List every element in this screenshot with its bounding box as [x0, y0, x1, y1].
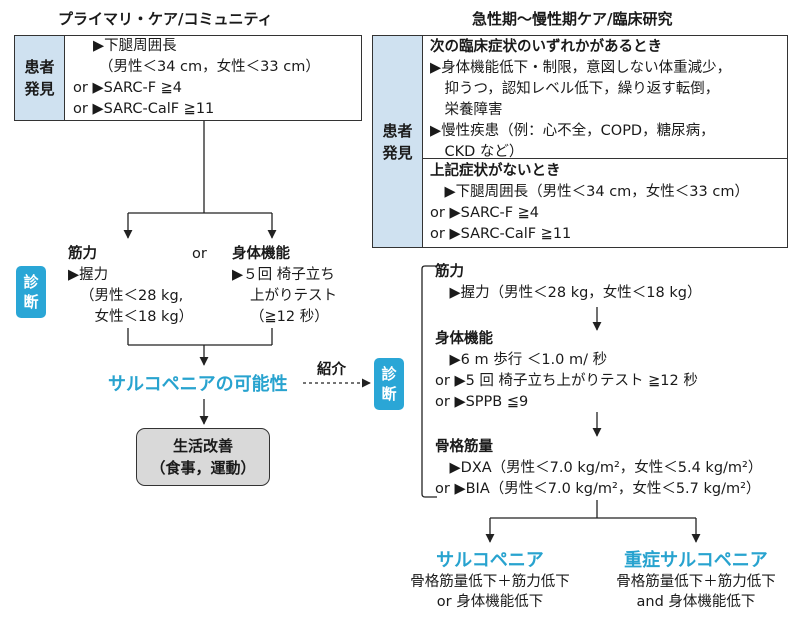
screening-line: or ▶SARC-F ≧4 — [73, 80, 183, 96]
muscle-title: 骨格筋量 — [435, 439, 493, 455]
strength-line: ▶握力（男性＜28 kg，女性＜18 kg） — [435, 285, 702, 301]
function-title: 身体機能 — [435, 331, 493, 347]
function-line: or ▶5 回 椅子立ち上がりテスト ≧12 秒 — [435, 373, 698, 389]
strength-line: ▶握力 — [68, 267, 109, 283]
muscle-line: ▶DXA（男性＜7.0 kg/m²，女性＜5.4 kg/m²） — [435, 460, 763, 476]
screening-line: （男性＜34 cm，女性＜33 cm） — [99, 59, 320, 75]
severe-sarcopenia-outcome: 重症サルコペニア 骨格筋量低下＋筋力低下 and 身体機能低下 — [600, 546, 792, 612]
strength-title: 筋力 — [68, 246, 97, 262]
strength-line: 女性＜18 kg） — [80, 309, 194, 325]
function-title: 身体機能 — [232, 246, 290, 262]
left-screening-list: ▶下腿周囲長 （男性＜34 cm，女性＜33 cm） or ▶SARC-F ≧4… — [73, 36, 320, 120]
symptoms-line: ▶身体機能低下・制限，意図しない体重減少， — [430, 60, 732, 76]
severe-title: 重症サルコペニア — [624, 550, 768, 571]
left-strength-block: 筋力 ▶握力 （男性＜28 kg, 女性＜18 kg） — [68, 244, 193, 328]
screening-line: or ▶SARC-CalF ≧11 — [73, 101, 215, 117]
right-patient-tab: 患者 発見 — [373, 36, 423, 247]
lifestyle-line: （食事，運動） — [150, 459, 256, 477]
strength-line: （男性＜28 kg, — [80, 288, 184, 304]
strength-title: 筋力 — [435, 264, 464, 280]
left-diagnosis-badge: 診 断 — [16, 266, 46, 318]
left-screening-box: 患者 発見 ▶下腿周囲長 （男性＜34 cm，女性＜33 cm） or ▶SAR… — [14, 35, 362, 121]
right-strength-block: 筋力 ▶握力（男性＜28 kg，女性＜18 kg） — [435, 262, 701, 304]
right-symptoms-block: 次の臨床症状のいずれかがあるとき ▶身体機能低下・制限，意図しない体重減少， 抑… — [430, 37, 731, 163]
right-box-divider — [422, 158, 787, 159]
sarcopenia-outcome: サルコペニア 骨格筋量低下＋筋力低下 or 身体機能低下 — [395, 546, 585, 612]
possible-sarcopenia-label: サルコペニアの可能性 — [108, 374, 288, 395]
left-patient-tab: 患者 発見 — [15, 36, 65, 120]
sarcopenia-line: 骨格筋量低下＋筋力低下 — [410, 574, 570, 590]
function-line: ▶6 m 歩行 ＜1.0 m/ 秒 — [435, 352, 608, 368]
function-line: ▶５回 椅子立ち — [232, 267, 335, 283]
left-header: プライマリ・ケア/コミュニティ — [58, 10, 273, 28]
function-line: （≧12 秒） — [250, 309, 329, 325]
lifestyle-line: 生活改善 — [172, 437, 233, 455]
referral-label: 紹介 — [317, 362, 346, 378]
or-label: or — [192, 246, 207, 262]
function-line: 上がりテスト — [250, 288, 337, 304]
screening-line: ▶下腿周囲長 — [93, 38, 177, 54]
function-line: or ▶SPPB ≦9 — [435, 394, 529, 410]
sarcopenia-line: or 身体機能低下 — [436, 594, 544, 610]
right-muscle-block: 骨格筋量 ▶DXA（男性＜7.0 kg/m²，女性＜5.4 kg/m²） or … — [435, 437, 762, 500]
symptoms-line: CKD など） — [430, 144, 524, 160]
right-header: 急性期〜慢性期ケア/臨床研究 — [472, 10, 673, 28]
severe-line: and 身体機能低下 — [636, 594, 756, 610]
sarcopenia-title: サルコペニア — [436, 550, 544, 571]
lifestyle-box: 生活改善 （食事，運動） — [136, 428, 270, 486]
no-symptoms-title: 上記症状がないとき — [430, 163, 561, 179]
symptoms-line: ▶慢性疾患（例：心不全，COPD，糖尿病， — [430, 123, 715, 139]
no-symptoms-line: ▶下腿周囲長（男性＜34 cm，女性＜33 cm） — [430, 184, 749, 200]
muscle-line: or ▶BIA（男性＜7.0 kg/m²，女性＜5.7 kg/m²） — [435, 481, 761, 497]
right-function-block: 身体機能 ▶6 m 歩行 ＜1.0 m/ 秒 or ▶5 回 椅子立ち上がりテス… — [435, 329, 698, 413]
symptoms-title: 次の臨床症状のいずれかがあるとき — [430, 39, 662, 55]
symptoms-line: 栄養障害 — [430, 102, 503, 118]
severe-line: 骨格筋量低下＋筋力低下 — [616, 574, 776, 590]
symptoms-line: 抑うつ，認知レベル低下，繰り返す転倒， — [430, 81, 720, 97]
diagnosis-bracket — [421, 265, 437, 498]
right-screening-box: 患者 発見 次の臨床症状のいずれかがあるとき ▶身体機能低下・制限，意図しない体… — [372, 35, 788, 248]
right-diagnosis-badge: 診 断 — [374, 358, 404, 410]
no-symptoms-line: or ▶SARC-F ≧4 — [430, 205, 540, 221]
left-function-block: 身体機能 ▶５回 椅子立ち 上がりテスト （≧12 秒） — [232, 244, 337, 328]
no-symptoms-line: or ▶SARC-CalF ≧11 — [430, 226, 572, 242]
right-no-symptoms-block: 上記症状がないとき ▶下腿周囲長（男性＜34 cm，女性＜33 cm） or ▶… — [430, 161, 749, 245]
